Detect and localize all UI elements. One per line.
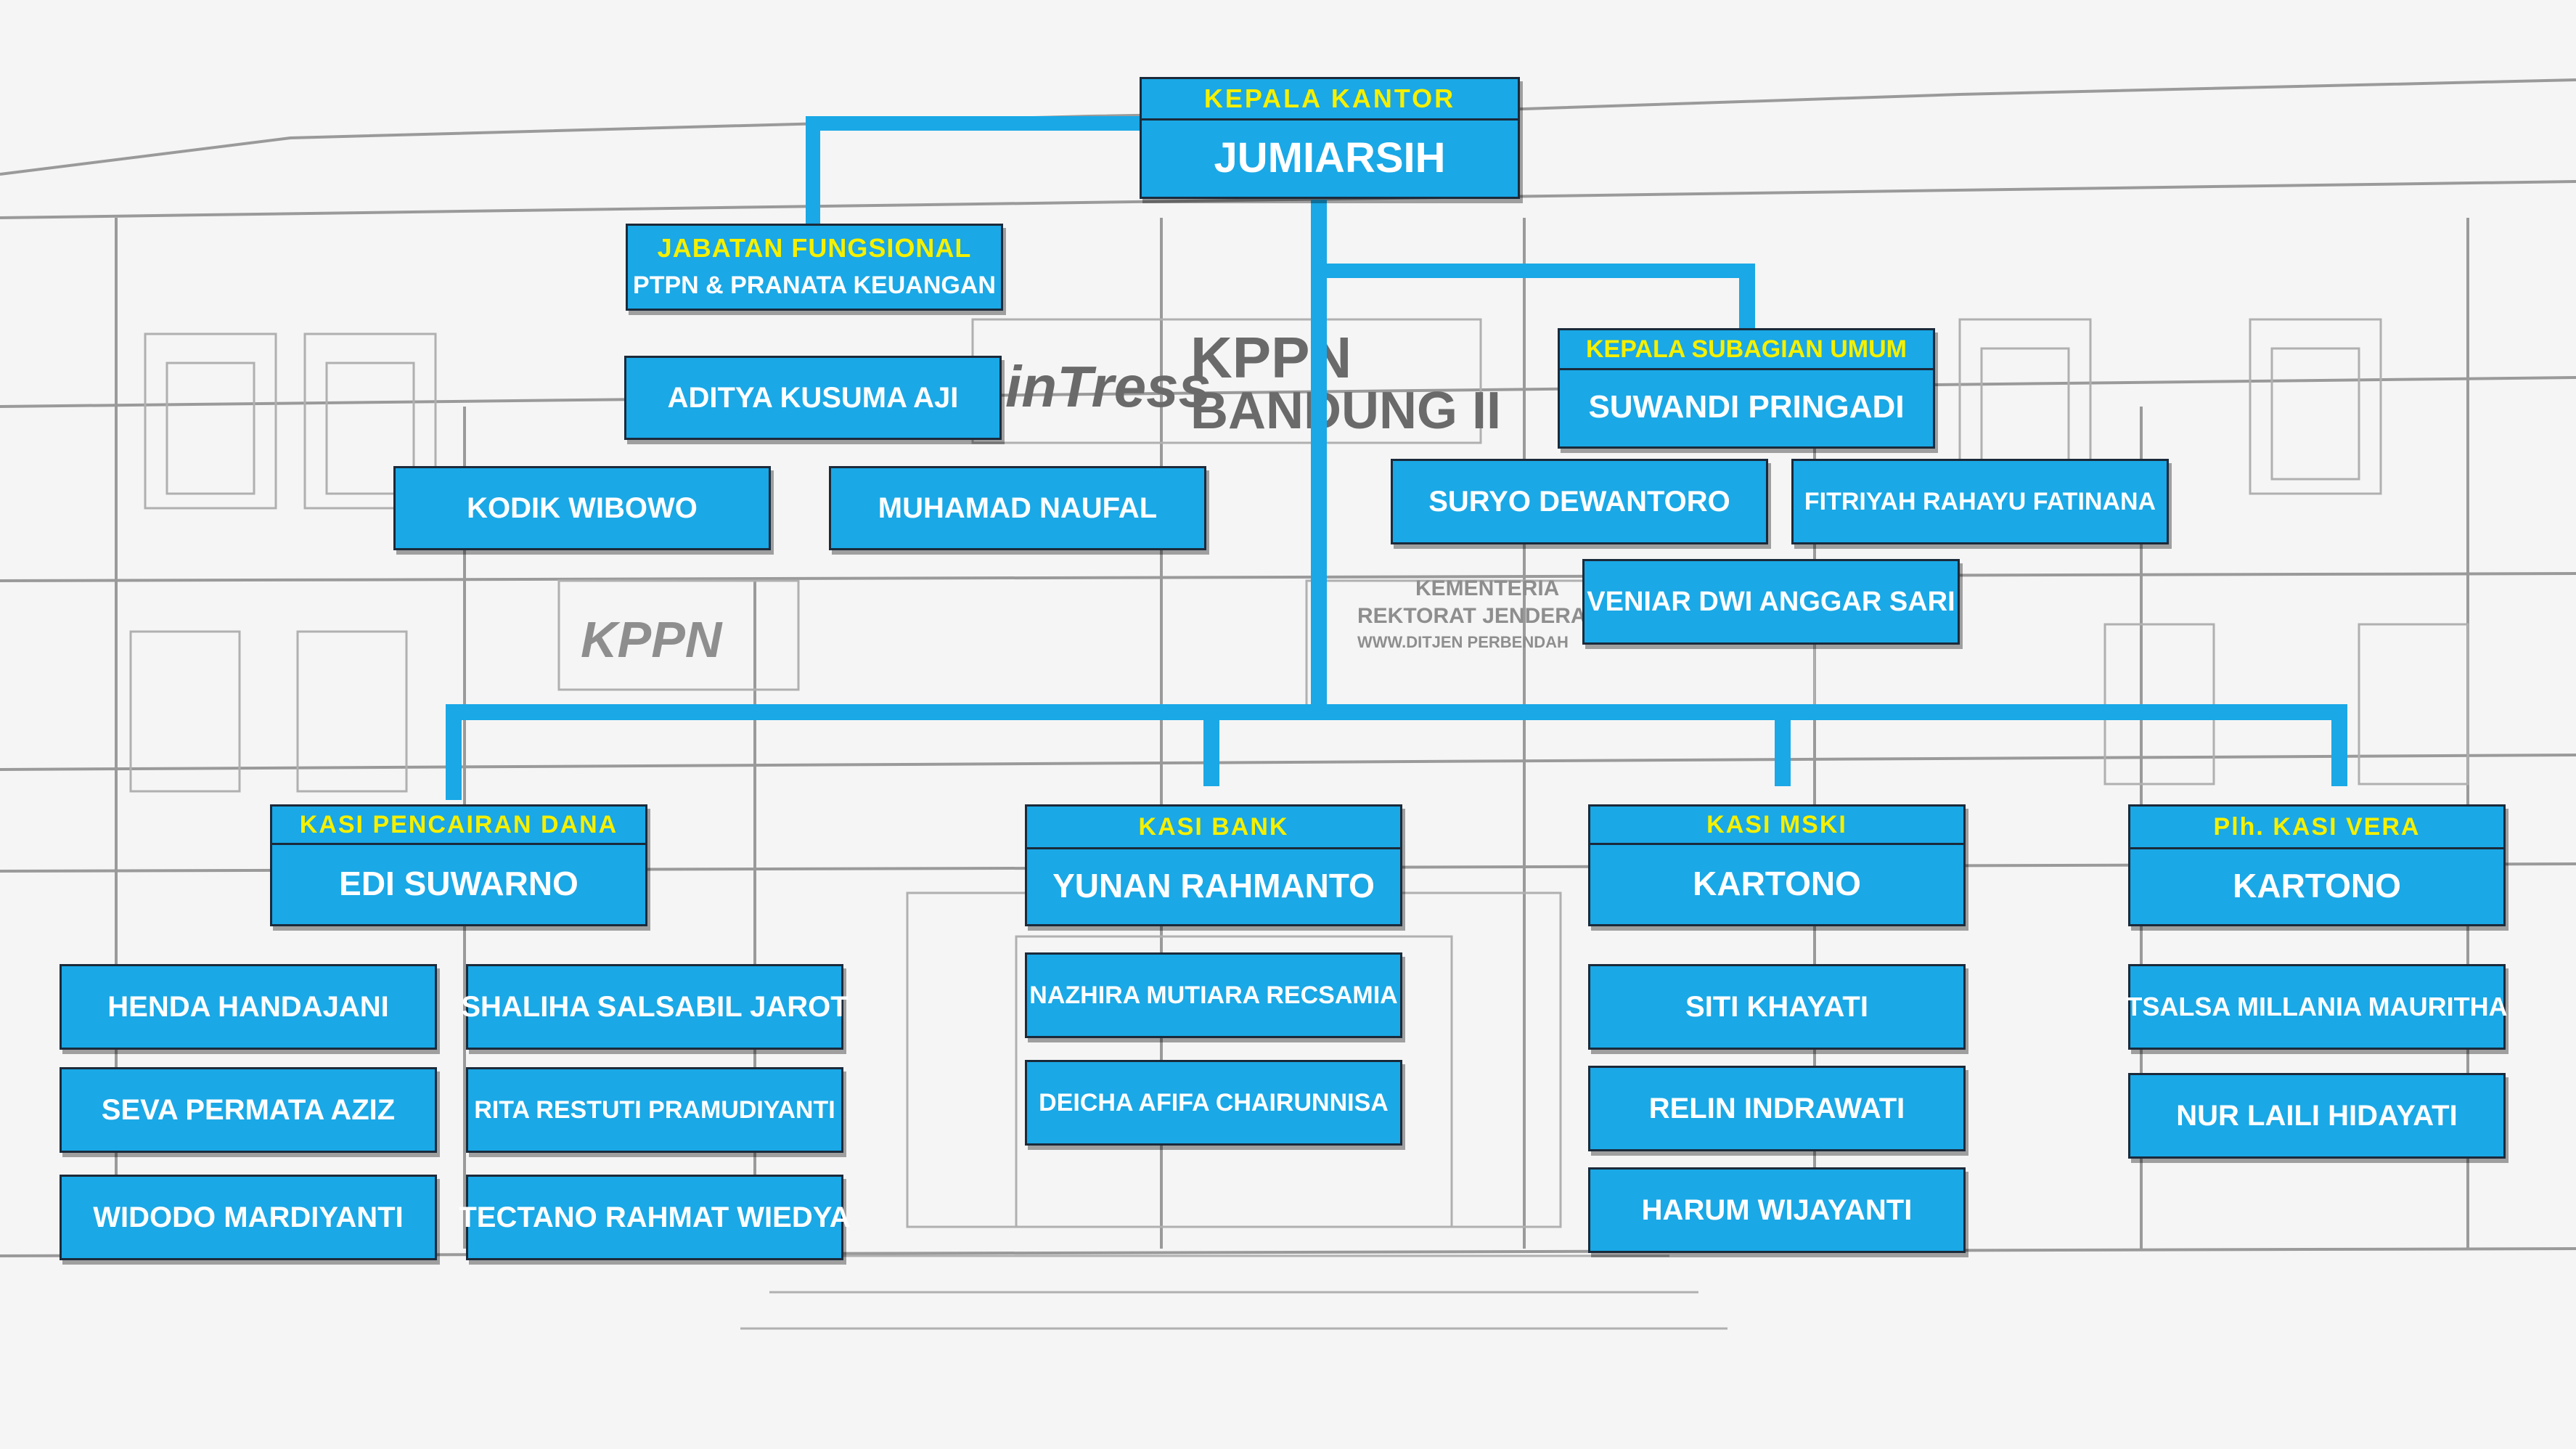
connector-head-left — [806, 116, 1140, 131]
section-1-member-5: WIDODO MARDIYANTI — [60, 1175, 437, 1260]
section-2-member-2: DEICHA AFIFA CHAIRUNNISA — [1025, 1060, 1402, 1146]
section-3-member-2: RELIN INDRAWATI — [1588, 1066, 1966, 1151]
functional-caption: JABATAN FUNGSIONAL — [657, 232, 972, 263]
connector-functional-down — [806, 116, 820, 225]
head-box: KEPALA KANTOR JUMIARSIH — [1140, 77, 1520, 199]
general-member-2: FITRIYAH RAHAYU FATINANA — [1791, 459, 2169, 544]
section-1-member-3: SEVA PERMATA AZIZ — [60, 1067, 437, 1153]
section-1-caption: KASI PENCAIRAN DANA — [272, 807, 645, 845]
general-box: KEPALA SUBAGIAN UMUM SUWANDI PRINGADI — [1558, 328, 1935, 449]
section-1-member-2: SHALIHA SALSABIL JAROT — [461, 964, 849, 1050]
section-3-member-3: HARUM WIJAYANTI — [1588, 1167, 1966, 1253]
connector-head-trunk — [1311, 200, 1327, 715]
section-1-box: KASI PENCAIRAN DANA EDI SUWARNO — [270, 804, 647, 926]
connector-section-2-down — [1203, 704, 1219, 786]
connector-section-1-down — [446, 704, 462, 800]
plaque-line-1: KEMENTERIA — [1415, 576, 1559, 600]
section-3-box: KASI MSKI KARTONO — [1588, 804, 1966, 926]
general-member-3: VENIAR DWI ANGGAR SARI — [1582, 559, 1960, 645]
section-3-name: KARTONO — [1693, 865, 1861, 902]
general-member-1: SURYO DEWANTORO — [1391, 459, 1768, 544]
sign-logo: inTress — [1005, 354, 1211, 419]
connector-section-3-down — [1775, 704, 1791, 786]
section-4-member-1: TSALSA MILLANIA MAURITHA — [2126, 964, 2508, 1050]
section-3-member-1: SITI KHAYATI — [1588, 964, 1966, 1050]
section-2-member-1: NAZHIRA MUTIARA RECSAMIA — [1025, 952, 1402, 1038]
sign-main: KPPN — [1190, 325, 1352, 390]
general-caption: KEPALA SUBAGIAN UMUM — [1560, 330, 1933, 370]
plaque-line-2: REKTORAT JENDERA — [1357, 604, 1587, 628]
general-name: SUWANDI PRINGADI — [1588, 389, 1905, 425]
section-4-box: Plh. KASI VERA KARTONO — [2128, 804, 2506, 926]
section-4-name: KARTONO — [2233, 867, 2401, 905]
section-1-member-4: RITA RESTUTI PRAMUDIYANTI — [466, 1067, 843, 1153]
functional-member-1: ADITYA KUSUMA AJI — [624, 356, 1002, 440]
sign-lower: KPPN — [581, 611, 723, 668]
connector-general-branch — [1311, 264, 1755, 278]
section-1-member-6: TECTANO RAHMAT WIEDYA — [459, 1175, 851, 1260]
head-name: JUMIARSIH — [1214, 134, 1446, 181]
connector-section-4-down — [2331, 704, 2347, 786]
connector-sections-bus — [446, 704, 2347, 720]
functional-subcaption: PTPN & PRANATA KEUANGAN — [633, 271, 996, 299]
section-2-caption: KASI BANK — [1027, 807, 1400, 849]
connector-general-down — [1739, 264, 1755, 330]
section-4-caption: Plh. KASI VERA — [2130, 807, 2503, 849]
section-2-name: YUNAN RAHMANTO — [1052, 867, 1375, 905]
plaque-line-3: WWW.DITJEN PERBENDAH — [1357, 633, 1569, 651]
section-4-member-2: NUR LAILI HIDAYATI — [2128, 1073, 2506, 1159]
sign-sub: BANDUNG II — [1190, 382, 1501, 440]
section-2-box: KASI BANK YUNAN RAHMANTO — [1025, 804, 1402, 926]
functional-member-3: MUHAMAD NAUFAL — [829, 466, 1206, 550]
functional-header: JABATAN FUNGSIONAL PTPN & PRANATA KEUANG… — [626, 224, 1003, 311]
head-caption: KEPALA KANTOR — [1142, 79, 1518, 121]
functional-member-2: KODIK WIBOWO — [393, 466, 771, 550]
section-1-member-1: HENDA HANDAJANI — [60, 964, 437, 1050]
section-1-name: EDI SUWARNO — [339, 865, 578, 902]
section-3-caption: KASI MSKI — [1590, 807, 1963, 845]
